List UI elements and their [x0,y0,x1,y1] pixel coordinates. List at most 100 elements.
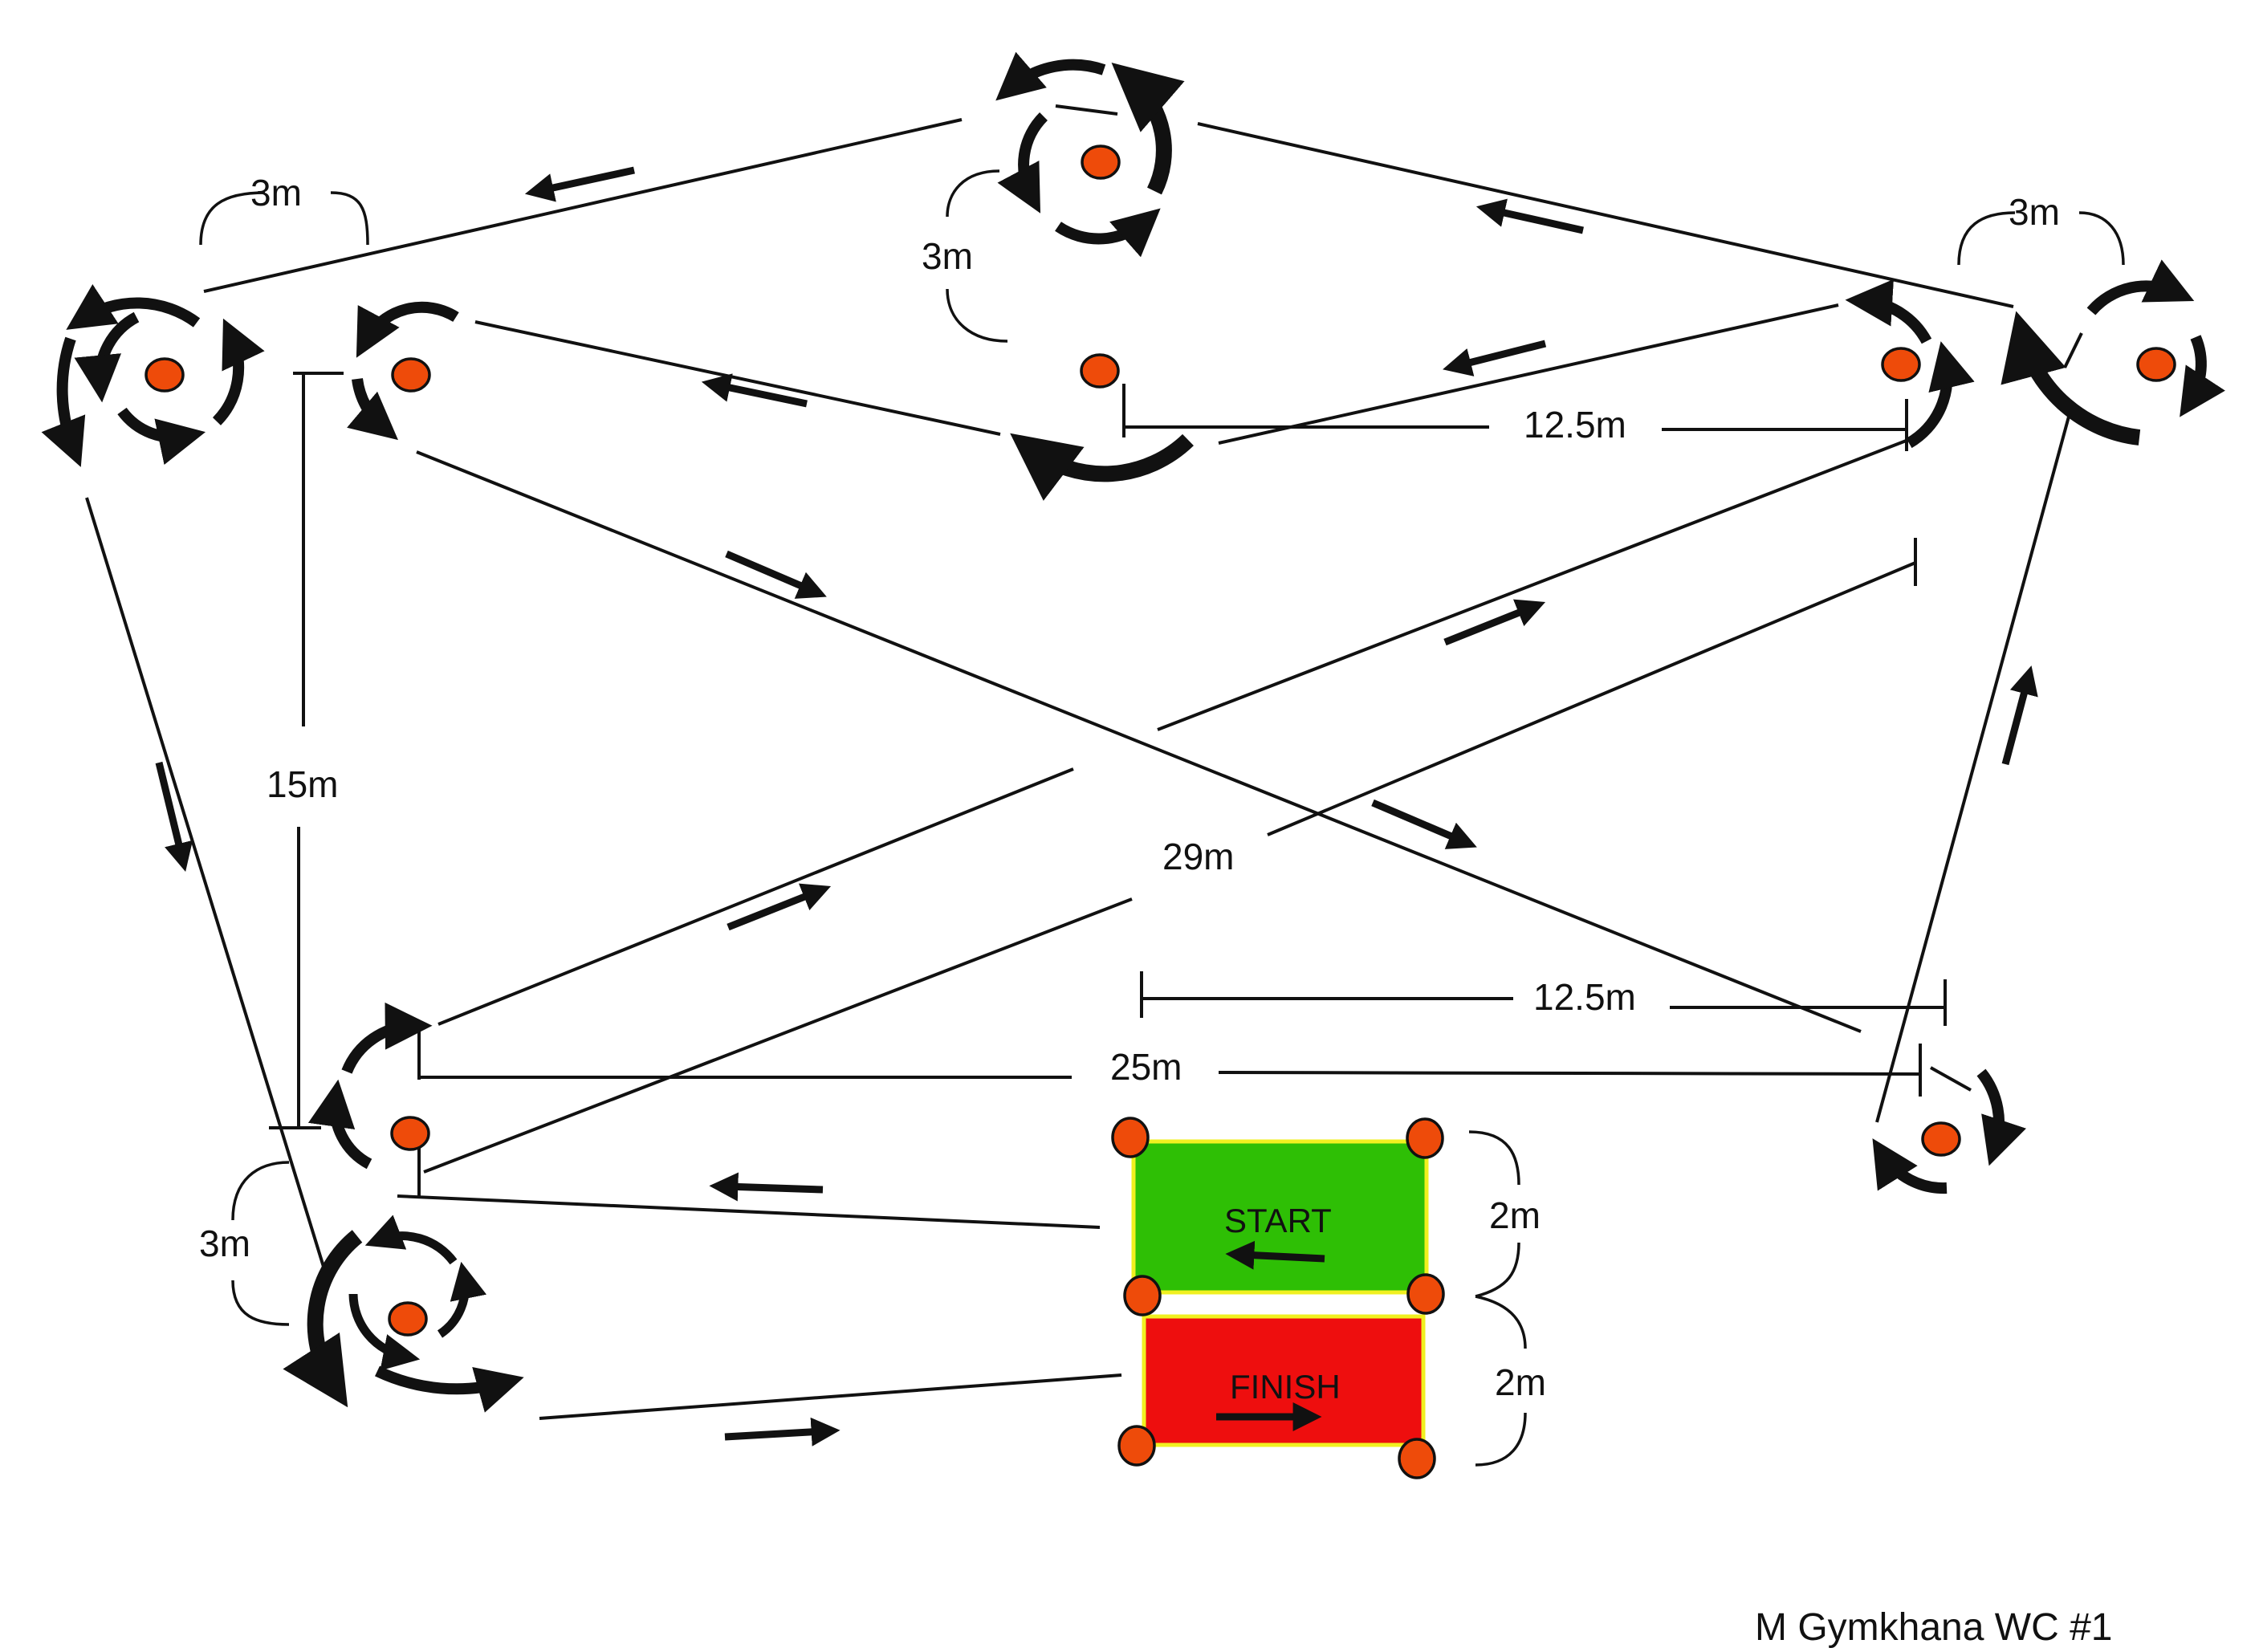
cone-icon [1881,347,1921,382]
turn-arrow-icon [437,1261,487,1338]
label-15m: 15m [267,763,338,805]
cone-icon [1921,1121,1961,1157]
path-segment [2063,332,2083,368]
label-start-2m: 2m [1489,1194,1541,1236]
turn-arrow-icon [307,1079,372,1170]
start-label: START [1224,1202,1332,1239]
course-title: M Gymkhana WC #1 [1755,1606,2112,1649]
turn-arrow-icon [2001,311,2141,446]
turn-arrow-icon [41,336,86,467]
turn-arrow-icon [2086,259,2195,315]
dim-line-25m [1218,1071,1921,1076]
cones [144,144,2176,1479]
turn-arrow-icon [374,1365,524,1413]
turn-arrow-icon [66,284,201,330]
measurement-labels: 3m 3m 3m 3m 15m 12.5m 29m 12.5m 25m 2m 2… [199,172,2060,1403]
label-top-right-3m: 3m [2009,191,2060,233]
course-path-lines [85,118,2070,1420]
brace-start-right [1468,1130,1520,1298]
label-top-center-3m: 3m [922,235,973,277]
path-segment [1267,561,1916,836]
path-segment [416,450,1862,1033]
path-segment [85,497,325,1267]
path-segment [539,1373,1122,1420]
dimension-lines [199,169,2125,1467]
cone-icon [1111,1117,1150,1158]
direction-arrow-icon [709,1172,824,1202]
turn-arrow-icon [1055,208,1161,258]
turn-arrow-icon [74,311,140,403]
label-bottom-left-3m: 3m [199,1223,250,1264]
brace-finish-right [1475,1295,1527,1467]
turn-arrow-icon [347,377,398,441]
label-29m: 29m [1162,836,1234,877]
cone-icon [1117,1425,1156,1467]
cone-icon [391,357,431,393]
path-segment [1197,122,2014,308]
turn-arrow-icon [341,1002,433,1074]
path-segment [203,118,963,293]
finish-label: FINISH [1230,1368,1341,1406]
turn-arrow-icon [364,1215,458,1265]
cone-icon [2136,347,2176,382]
label-top-left-3m: 3m [250,172,302,214]
turn-arrow-icon [1906,341,1975,449]
turn-arrow-icon [356,301,459,358]
path-segment [474,320,1001,436]
turn-arrow-icon [117,407,206,466]
path-segment [423,897,1133,1174]
brace-top-center [946,169,1008,343]
label-finish-2m: 2m [1495,1361,1546,1403]
cone-icon [1123,1275,1162,1316]
turn-arrow-icon [2180,335,2225,417]
cone-icon [1081,144,1121,180]
cone-icon [1406,1117,1444,1159]
label-top-12-5m: 12.5m [1524,404,1626,446]
turn-arrow-icon [1976,1068,2026,1166]
dim-tick [1930,1066,1972,1092]
cone-icon [144,357,185,393]
direction-arrow-icon [724,1417,841,1447]
cone-icon [1080,353,1120,389]
cone-icon [1406,1273,1445,1315]
cone-icon [390,1116,430,1151]
direction-arrow-icon [701,373,808,408]
label-25m: 25m [1110,1046,1182,1088]
path-segment [1055,104,1118,116]
direction-arrow-icon [725,550,827,599]
direction-arrow-icon [1371,799,1477,849]
path-segment [1218,303,1839,445]
direction-arrow-icon [155,761,193,872]
turn-arrow-icon [283,1230,363,1408]
direction-arrow-icon [1443,599,1546,646]
path-segment [1875,416,2070,1123]
direction-arrow-icon [524,166,635,202]
turn-arrow-icon [1111,63,1185,195]
finish-zone: FINISH [1142,1314,1426,1447]
direction-arrow-icon [1475,198,1584,234]
turn-arrow-icon [1872,1138,1948,1194]
brace-bottom-left [231,1161,290,1326]
direction-arrows [155,166,2038,1447]
cone-icon [388,1301,428,1337]
start-zone: START [1131,1139,1429,1295]
label-bottom-12-5m: 12.5m [1533,976,1636,1018]
path-segment [397,1194,1101,1229]
direction-arrow-icon [1443,340,1547,376]
path-segment [438,767,1074,1026]
finish-zone-area [1142,1314,1426,1447]
turn-arrows [41,51,2225,1413]
brace-top-left [199,191,369,246]
turn-arrow-icon [348,1293,421,1371]
cone-icon [1398,1438,1436,1479]
turn-arrow-icon [212,318,265,425]
brace-top-right [1957,211,2125,266]
direction-arrow-icon [2001,665,2038,766]
start-zone-area [1131,1139,1429,1295]
path-segment [1157,438,1909,731]
direction-arrow-icon [727,883,832,931]
turn-arrow-icon [1845,279,1932,344]
start-direction-arrow-icon [1225,1240,1325,1270]
turn-arrow-icon [997,112,1048,214]
